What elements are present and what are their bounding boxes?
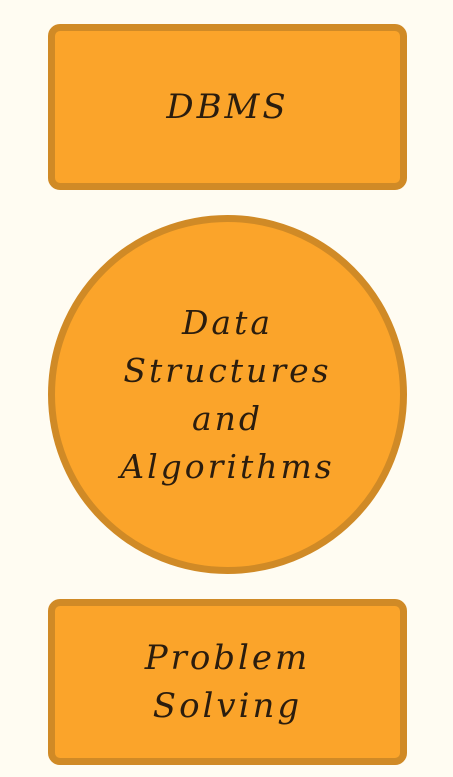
data-structures-node-label: Data Structures and Algorithms xyxy=(120,299,334,491)
dbms-node[interactable]: DBMS xyxy=(48,24,407,190)
label-line: Algorithms xyxy=(120,446,335,486)
data-structures-node[interactable]: Data Structures and Algorithms xyxy=(48,215,407,574)
dbms-node-label: DBMS xyxy=(166,87,289,127)
label-line: Structures xyxy=(123,350,332,390)
label-line: and xyxy=(191,398,264,438)
problem-solving-node-label: Problem Solving xyxy=(144,638,311,726)
problem-solving-node[interactable]: Problem Solving xyxy=(48,599,407,765)
label-line: Data xyxy=(181,302,274,342)
